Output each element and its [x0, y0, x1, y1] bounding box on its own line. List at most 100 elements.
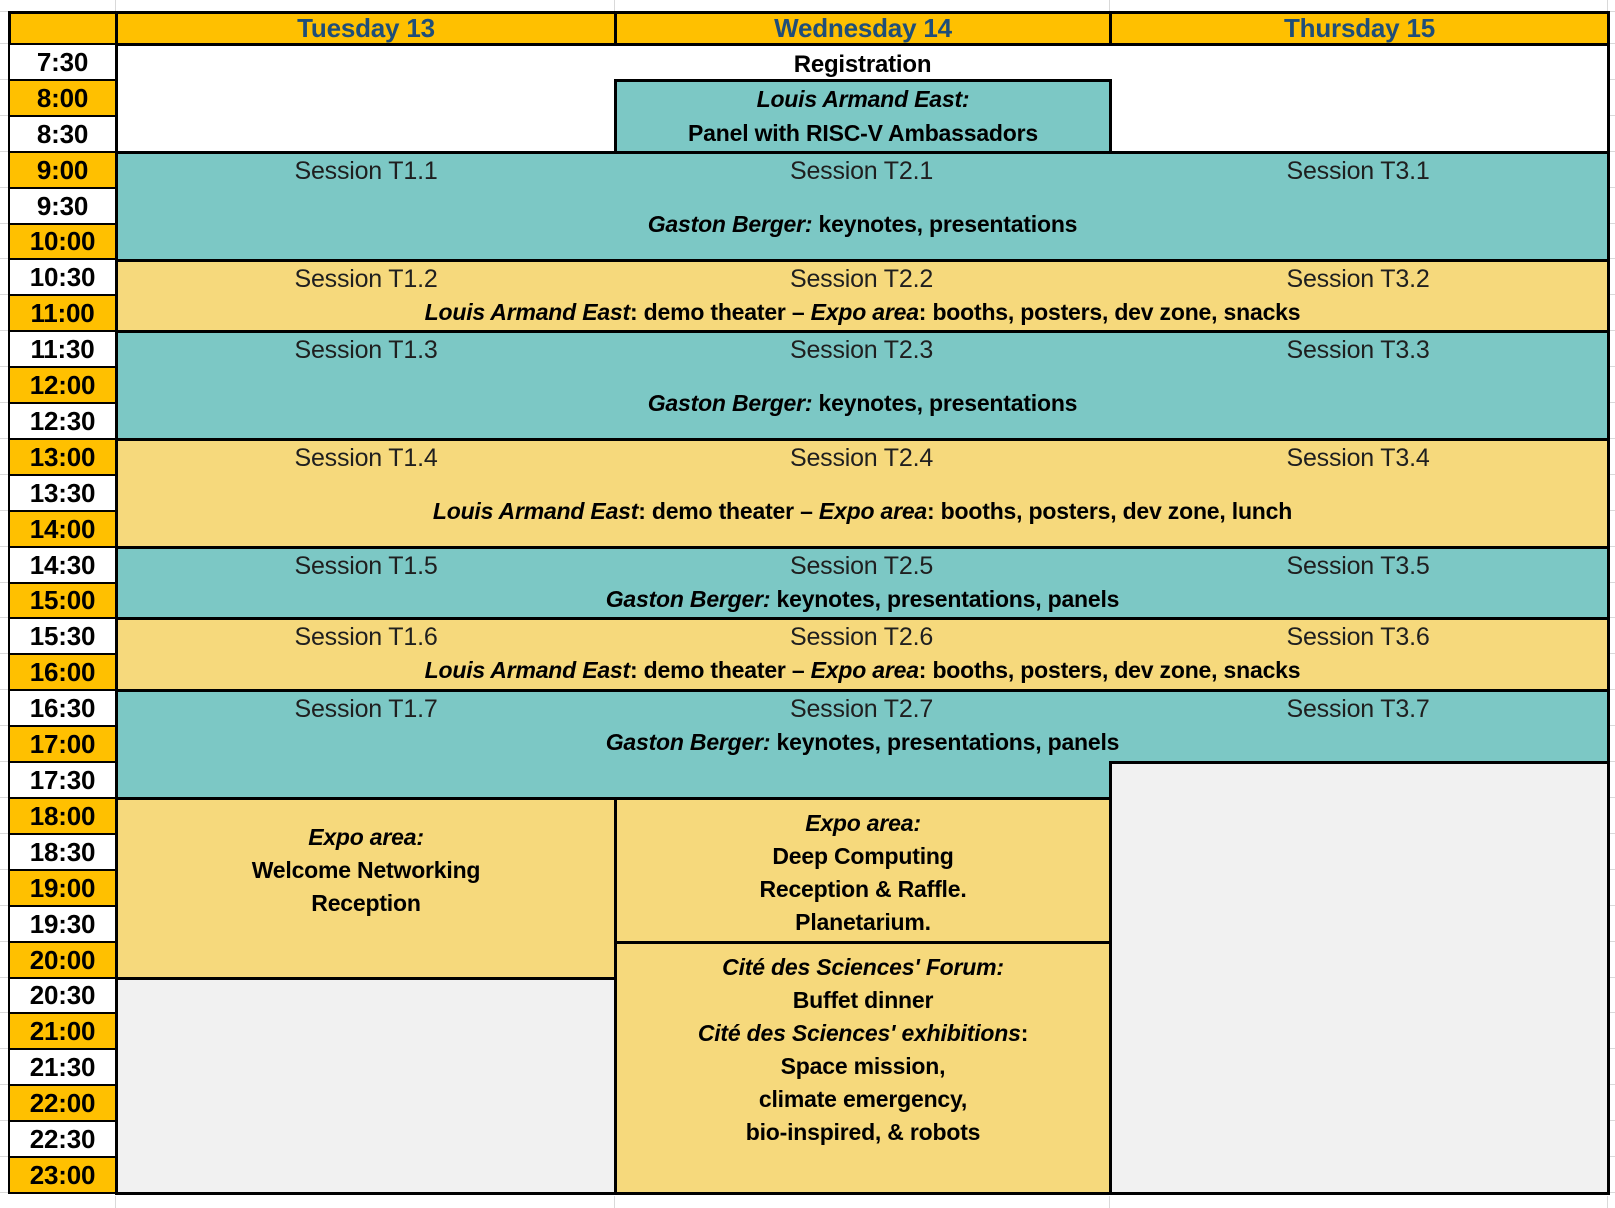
gridline-tick — [1610, 582, 1615, 583]
gridline-tick — [1610, 1048, 1615, 1049]
session-label-t3-1: Session T3.1 — [1286, 157, 1430, 185]
tuesday-evening-line: Welcome Networking — [251, 856, 481, 883]
gridline-tick — [0, 115, 8, 116]
time-cell-21-30: 21:30 — [8, 1048, 117, 1086]
session-label-t3-6: Session T3.6 — [1286, 623, 1430, 651]
cite-exhibit-line: bio-inspired, & robots — [745, 1119, 981, 1145]
gridline-tick — [1610, 761, 1615, 762]
expo-demo-block-1030: Session T1.2 Session T2.2 Session T3.2 L… — [115, 259, 1610, 333]
session-label-t2-3: Session T2.3 — [789, 336, 934, 364]
expo-venue-line: Louis Armand East: demo theater – Expo a… — [424, 298, 1301, 325]
gridline-tick — [0, 510, 8, 511]
expo-demo-block-1530: Session T1.6 Session T2.6 Session T3.6 L… — [115, 617, 1610, 692]
time-cell-15-30: 15:30 — [8, 617, 117, 655]
ambassador-panel-venue: Louis Armand East: — [756, 85, 970, 112]
keynote-venue-line: Gaston Berger: keynotes, presentations, … — [605, 728, 1120, 755]
time-cell-12-00: 12:00 — [8, 366, 117, 404]
time-cell-17-30: 17:30 — [8, 761, 117, 799]
wednesday-evening-expo-line: Deep Computing — [772, 842, 954, 869]
keynote-venue-line: Gaston Berger: keynotes, presentations — [647, 389, 1078, 416]
gridline-tick — [614, 1196, 615, 1208]
expo-venue-line: Louis Armand East: demo theater – Expo a… — [432, 497, 1293, 524]
gridline-tick — [0, 474, 8, 475]
gridline-tick — [1610, 617, 1615, 618]
gridline-tick — [0, 582, 8, 583]
session-label-t1-2: Session T1.2 — [294, 265, 438, 293]
expo-demo-block-1300: Session T1.4 Session T2.4 Session T3.4 L… — [115, 438, 1610, 549]
gridline-tick — [0, 11, 8, 12]
session-label-t1-1: Session T1.1 — [294, 157, 438, 185]
session-label-t2-7: Session T2.7 — [789, 695, 934, 723]
time-cell-19-30: 19:30 — [8, 905, 117, 943]
wednesday-evening-expo-text: Expo area: Deep Computing Reception & Ra… — [617, 804, 1109, 941]
tuesday-evening-text: Expo area: Welcome Networking Reception — [118, 800, 614, 940]
keynote-venue-line: Gaston Berger: keynotes, presentations, … — [605, 585, 1120, 612]
gridline-tick — [1610, 725, 1615, 726]
gridline-tick — [1610, 79, 1615, 80]
tuesday-night-empty-block — [115, 977, 617, 1195]
gridline-tick — [1610, 546, 1615, 547]
cite-forum-venue: Cité des Sciences' Forum: — [722, 954, 1004, 980]
keynote-block-0900: Session T1.1 Session T2.1 Session T3.1 G… — [115, 151, 1610, 262]
time-cell-22-00: 22:00 — [8, 1084, 117, 1122]
wednesday-evening-expo-line: Planetarium. — [795, 908, 931, 935]
header-corner-cell — [8, 11, 118, 46]
gridline-tick — [1610, 1012, 1615, 1013]
time-cell-11-00: 11:00 — [8, 294, 117, 332]
gridline-tick — [1610, 797, 1615, 798]
gridline-tick — [0, 689, 8, 690]
gridline-tick — [1607, 1196, 1608, 1208]
session-label-t1-5: Session T1.5 — [294, 552, 438, 580]
time-cell-16-00: 16:00 — [8, 653, 117, 691]
gridline-tick — [1610, 1192, 1615, 1193]
gridline-tick — [1610, 1084, 1615, 1085]
gridline-tick — [0, 1048, 8, 1049]
wednesday-evening-cite-block: Cité des Sciences' Forum: Buffet dinner … — [614, 941, 1112, 1195]
gridline-tick — [1610, 402, 1615, 403]
gridline-tick — [1610, 187, 1615, 188]
header-day-wednesday: Wednesday 14 — [614, 11, 1112, 46]
session-label-t2-6: Session T2.6 — [789, 623, 934, 651]
gridline-tick — [0, 151, 8, 152]
time-cell-22-30: 22:30 — [8, 1120, 117, 1158]
session-label-t1-6: Session T1.6 — [294, 623, 438, 651]
tuesday-evening-venue: Expo area: — [308, 823, 424, 850]
cite-exhibit-line: Space mission, — [780, 1053, 946, 1079]
time-cell-21-00: 21:00 — [8, 1012, 117, 1050]
gridline-tick — [0, 617, 8, 618]
time-cell-10-30: 10:30 — [8, 258, 117, 296]
gridline-tick — [0, 187, 8, 188]
session-label-t2-4: Session T2.4 — [789, 444, 934, 472]
gridline-tick — [0, 761, 8, 762]
time-cell-7-30: 7:30 — [8, 43, 117, 81]
cite-exhibit-line: climate emergency, — [758, 1086, 968, 1112]
time-cell-14-00: 14:00 — [8, 510, 117, 548]
gridline-tick — [1610, 438, 1615, 439]
gridline-tick — [1109, 0, 1110, 11]
cite-exhibitions-venue: Cité des Sciences' exhibitions: — [697, 1020, 1029, 1046]
gridline-tick — [0, 1192, 8, 1193]
gridline-tick — [1610, 151, 1615, 152]
time-cell-15-00: 15:00 — [8, 582, 117, 619]
time-cell-18-30: 18:30 — [8, 833, 117, 871]
gridline-tick — [1610, 11, 1615, 12]
time-cell-17-00: 17:00 — [8, 725, 117, 763]
session-label-t1-3: Session T1.3 — [294, 336, 438, 364]
time-cell-19-00: 19:00 — [8, 869, 117, 907]
gridline-tick — [1610, 330, 1615, 331]
gridline-tick — [0, 366, 8, 367]
cite-dinner-line: Buffet dinner — [792, 987, 934, 1013]
header-day-thursday: Thursday 15 — [1109, 11, 1610, 46]
gridline-tick — [0, 79, 8, 80]
session-label-t2-5: Session T2.5 — [789, 552, 934, 580]
tuesday-evening-reception-block: Expo area: Welcome Networking Reception — [115, 797, 617, 980]
time-cell-20-30: 20:30 — [8, 977, 117, 1014]
gridline-tick — [1610, 366, 1615, 367]
ambassador-panel-title: Panel with RISC-V Ambassadors — [688, 119, 1038, 146]
time-cell-10-00: 10:00 — [8, 223, 117, 260]
gridline-tick — [0, 797, 8, 798]
gridline-tick — [1610, 689, 1615, 690]
gridline-tick — [1610, 474, 1615, 475]
time-cell-16-30: 16:30 — [8, 689, 117, 727]
session-label-t3-2: Session T3.2 — [1286, 265, 1430, 293]
